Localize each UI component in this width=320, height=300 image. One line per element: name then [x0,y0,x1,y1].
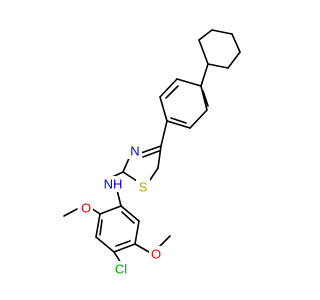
bond [116,189,122,207]
atom-nh-amine: NH [101,176,125,192]
label-background [110,261,132,277]
atom-labels: N S NH O O Cl [79,143,163,277]
bond [207,63,229,69]
bond [198,29,213,41]
bond [159,96,168,122]
bond [200,63,209,87]
bond [165,85,179,99]
bond [99,205,122,215]
bond [115,240,131,247]
atom-s-thiazole: S [136,179,150,195]
bond [157,145,162,169]
structure-diagram: N S NH O O Cl [63,29,241,277]
bond [140,145,162,154]
molecule-canvas: N S NH O O Cl [63,29,241,277]
bond [142,150,160,158]
atom-label-s: S [139,179,148,194]
bond [166,120,191,129]
atom-label-cl: Cl [115,261,127,276]
bonds [63,29,241,264]
bond [122,171,138,182]
bond [134,243,150,253]
bond [158,235,171,248]
atom-o-methoxy-right: O [149,246,163,262]
bond [113,243,136,253]
atom-n-thiazole: N [128,143,142,159]
bond [200,85,208,111]
label-background [79,200,93,216]
bond [95,236,115,253]
bond [176,78,202,87]
bond [198,39,209,65]
bond [120,205,140,222]
bond [159,78,178,98]
bond [134,220,140,245]
label-background [136,179,150,195]
label-background [128,143,142,159]
bond [99,219,103,236]
bond [121,211,135,224]
atom-o-methoxy-top: O [79,200,93,216]
bond [170,117,187,124]
bond [160,120,168,147]
bond [149,167,159,181]
atom-label-o: O [151,246,161,261]
bond [189,109,208,129]
bond [211,29,233,35]
atom-label-nh: NH [104,176,123,191]
label-background [101,176,125,192]
bond [227,51,241,69]
label-background [149,246,163,262]
bond [202,90,209,107]
atom-cl: Cl [110,261,132,277]
bond [63,208,78,217]
atom-label-o: O [81,200,91,215]
bond [231,33,241,53]
atom-label-n: N [130,143,139,158]
bond [95,213,101,238]
